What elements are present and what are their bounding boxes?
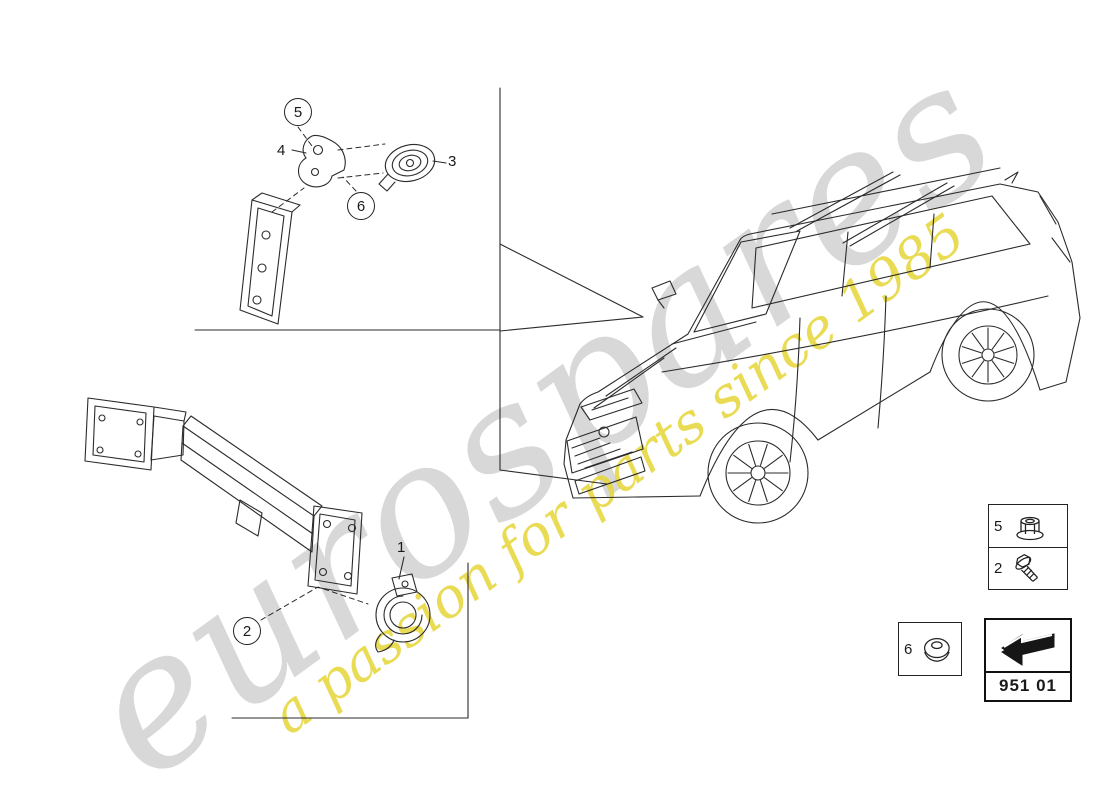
legend-row-bolt[interactable]: 2 [989, 547, 1067, 589]
construction-lines [260, 126, 386, 621]
callout-3[interactable]: 3 [448, 153, 457, 170]
callout-6-label: 6 [356, 197, 366, 215]
callout-6[interactable]: 6 [347, 192, 375, 220]
callout-4[interactable]: 4 [277, 142, 286, 159]
horn-drawing [375, 573, 431, 653]
direction-arrow-icon [1001, 632, 1055, 666]
callout-2[interactable]: 2 [233, 617, 261, 645]
frame-lines [194, 87, 501, 719]
legend-bolt-label: 2 [994, 560, 1003, 577]
legend-row-grommet[interactable]: 6 [898, 622, 962, 676]
grommet-icon [924, 638, 951, 662]
legend-row-nut[interactable]: 5 [989, 505, 1067, 547]
horn-bracket-drawing [297, 134, 346, 188]
callout-2-label: 2 [242, 622, 252, 640]
horn-mounting-plate-drawing [239, 192, 301, 325]
front-wheel [707, 422, 809, 524]
flange-nut-icon [1016, 516, 1044, 541]
signal-horn-drawing [378, 143, 436, 192]
callout-5-label: 5 [293, 103, 303, 121]
callout-5[interactable]: 5 [284, 98, 312, 126]
car-drawing [563, 167, 1081, 524]
callout-1[interactable]: 1 [397, 539, 406, 556]
legend-grommet-label: 6 [904, 640, 913, 658]
legend-nut-label: 5 [994, 517, 1003, 535]
legend-fastener-table: 5 2 [988, 504, 1068, 590]
part-code: 951 01 [986, 671, 1070, 700]
crash-beam-drawing [84, 397, 363, 595]
part-number-box[interactable]: 951 01 [984, 618, 1072, 702]
leader-lines [291, 149, 644, 580]
direction-arrow-area [986, 620, 1070, 671]
rear-wheel [941, 308, 1035, 402]
flange-bolt-icon [1015, 553, 1039, 582]
